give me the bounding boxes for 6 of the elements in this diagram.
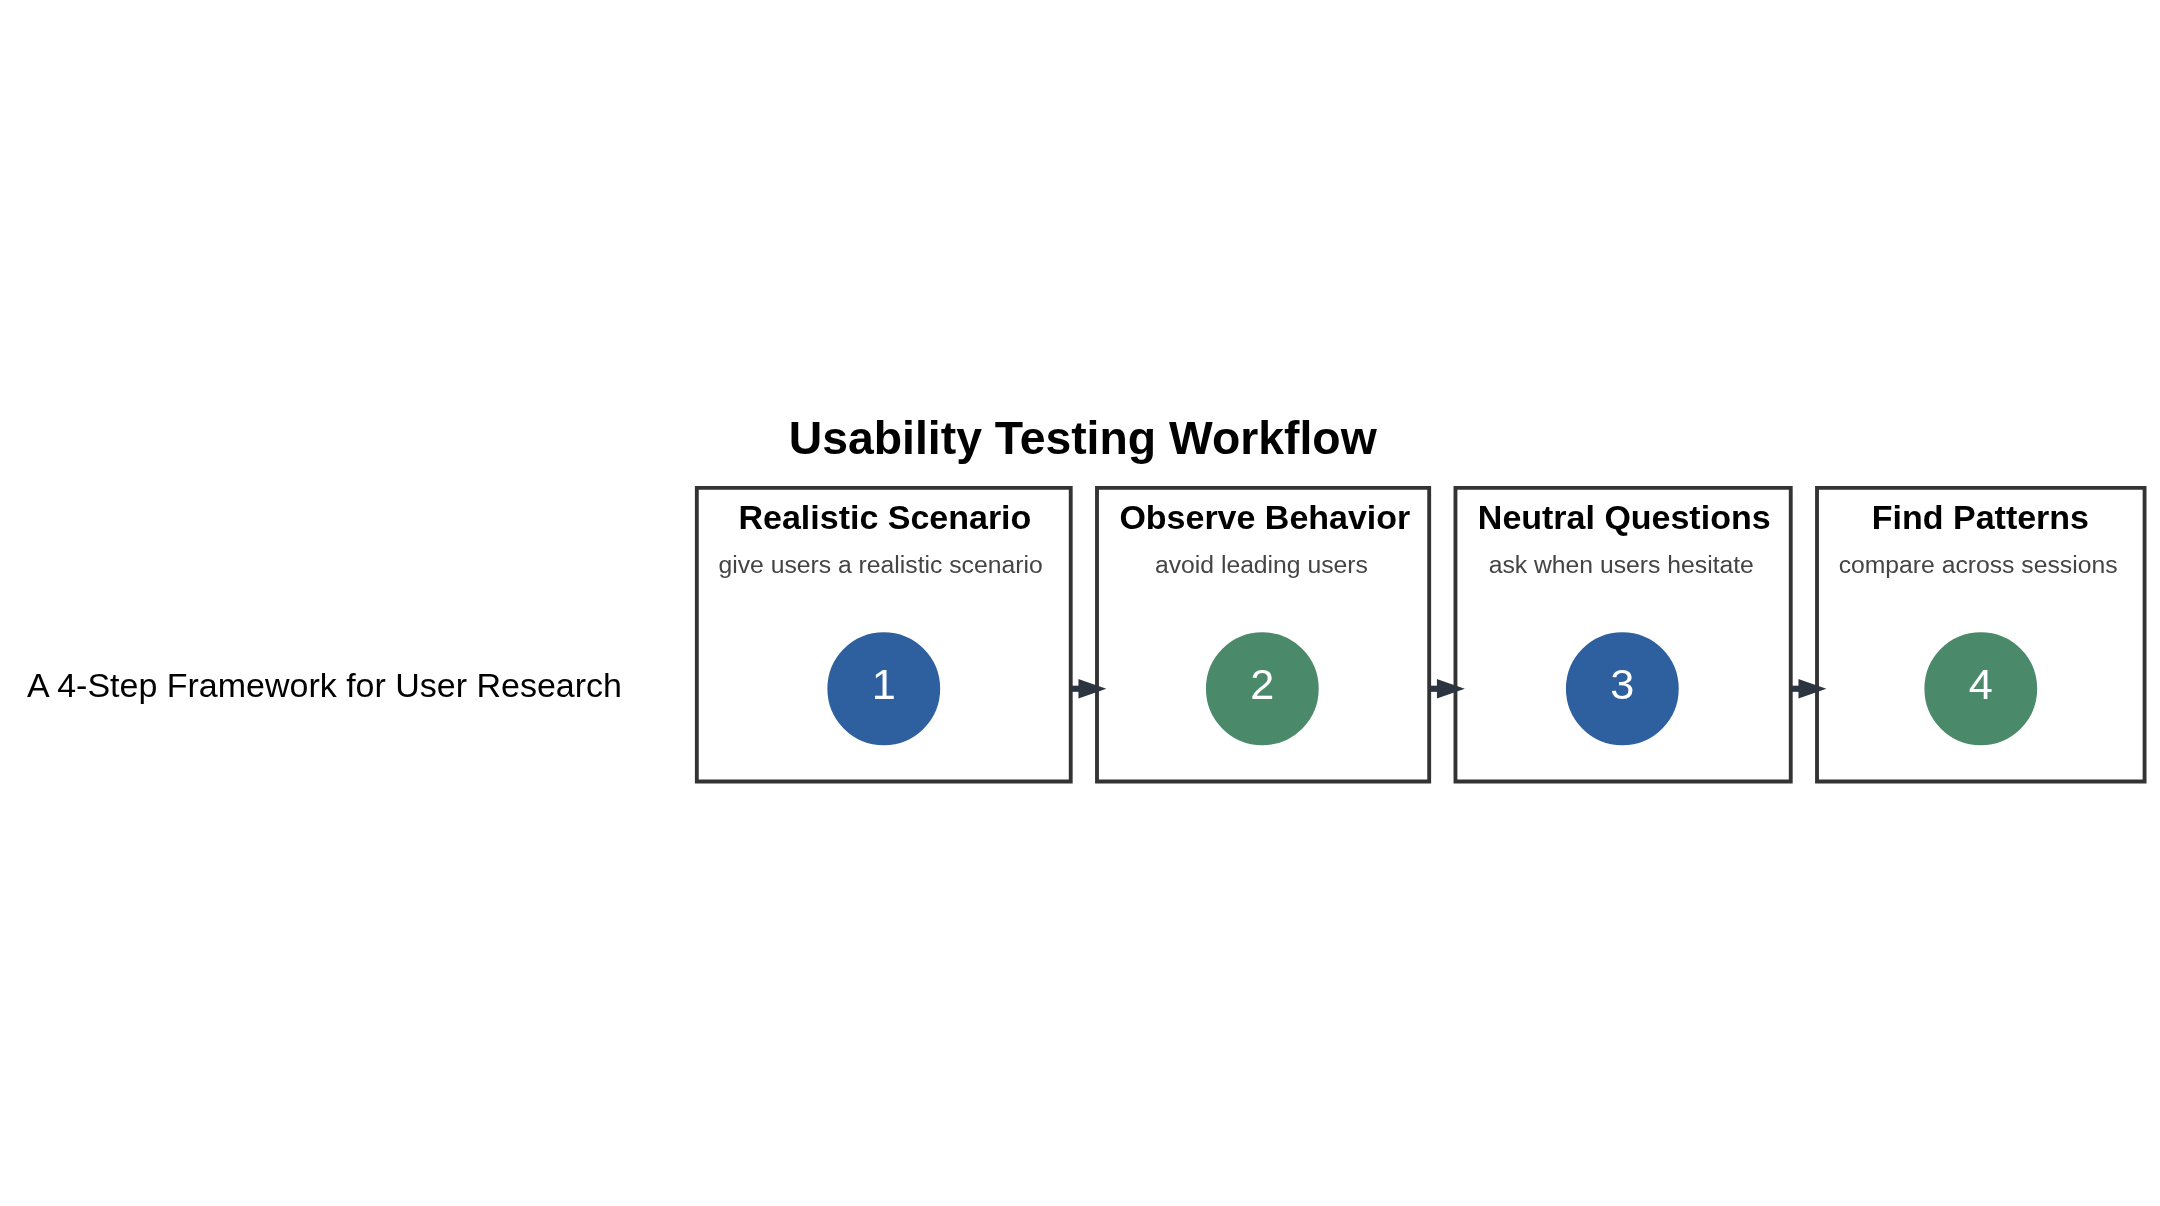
label: A 4-Step Framework for User Research <box>26 666 622 705</box>
node-circle: 4 <box>1924 632 2038 746</box>
node-circle: 3 <box>1565 632 1679 746</box>
node-circle: 2 <box>1205 632 1319 746</box>
diagram-title: Usability Testing Workflow <box>788 411 1377 464</box>
node-circle: 1 <box>827 632 941 746</box>
